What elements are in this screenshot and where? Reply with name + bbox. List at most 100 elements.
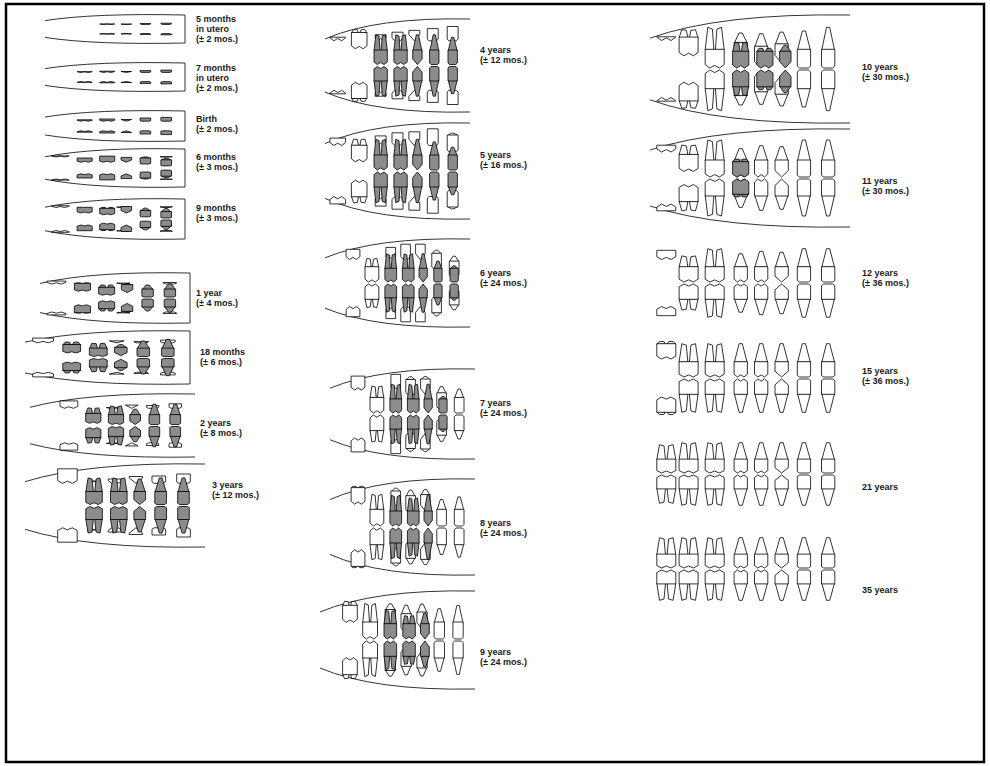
tooth-crown <box>351 376 365 390</box>
tooth-root <box>715 88 724 111</box>
tooth-root <box>822 196 835 217</box>
tooth-root <box>117 436 124 445</box>
tooth-crown <box>161 212 172 218</box>
tooth-crown <box>58 469 77 484</box>
tooth-crown <box>51 179 69 180</box>
tooth-crown <box>775 179 788 196</box>
midline <box>185 111 186 141</box>
tooth-root <box>798 140 811 161</box>
tooth-root <box>755 583 768 600</box>
tooth-root <box>360 196 367 203</box>
tooth-crown <box>679 185 698 202</box>
tooth-crown <box>734 379 747 394</box>
tooth-crown <box>705 554 724 568</box>
tooth-root <box>679 538 688 555</box>
tooth-root <box>385 670 395 676</box>
dentition-figure <box>325 239 470 327</box>
tooth-root <box>741 42 749 51</box>
tooth-root <box>384 610 390 624</box>
tooth-crown <box>330 197 346 204</box>
tooth-crown <box>797 475 810 489</box>
tooth-root <box>95 519 103 533</box>
tooth-root <box>170 436 180 447</box>
tooth-root <box>424 384 432 399</box>
tooth-crown <box>63 345 81 353</box>
tooth-crown <box>448 155 457 170</box>
tooth-root <box>95 478 103 492</box>
tooth-root <box>391 297 396 312</box>
tooth-crown <box>149 427 160 437</box>
tooth-crown <box>33 372 54 377</box>
age-label: 9 months <box>196 203 236 213</box>
dentition-figure <box>330 479 475 575</box>
tooth-crown <box>77 174 92 178</box>
tooth-crown <box>178 492 190 505</box>
tooth-crown <box>705 362 724 377</box>
tooth-crown <box>155 507 167 520</box>
tooth-root <box>414 384 419 399</box>
age-label: 3 years <box>212 480 243 490</box>
tooth-root <box>755 196 768 211</box>
tooth-root <box>414 498 419 512</box>
tooth-crown <box>733 70 749 87</box>
tooth-root <box>137 366 149 374</box>
tooth-root <box>434 658 444 672</box>
tooth-crown <box>657 37 676 41</box>
tooth-crown <box>100 82 115 83</box>
tooth-root <box>755 538 768 555</box>
tooth-root <box>370 494 376 510</box>
dentition-figure <box>657 538 835 601</box>
jaw-outline <box>25 373 190 384</box>
dentition-figure <box>30 394 195 457</box>
tooth-root <box>715 196 724 217</box>
tooth-root <box>374 35 380 51</box>
tooth-root <box>775 252 788 267</box>
tooth-root <box>734 443 747 460</box>
tooth-crown <box>100 119 115 121</box>
tooth-root <box>705 27 714 50</box>
tooth-root <box>401 35 407 51</box>
tooth-crown <box>437 509 447 526</box>
tooth-crown <box>407 528 419 543</box>
tooth-crown <box>130 427 141 437</box>
tooth-crown <box>164 289 175 297</box>
jaw-outline <box>650 206 850 227</box>
tooth-root <box>741 86 749 95</box>
tooth-root <box>401 81 407 97</box>
tooth-crown <box>121 24 132 25</box>
tooth-crown <box>160 230 172 232</box>
tooth-crown <box>160 156 172 157</box>
tooth-crown <box>403 624 416 639</box>
tooth-crown <box>755 570 768 584</box>
tooth-root <box>689 256 698 267</box>
tooth-root <box>419 254 427 269</box>
tooth-crown <box>705 267 724 282</box>
tooth-root <box>360 139 367 146</box>
tooth-crown <box>453 622 463 639</box>
jaw-outline <box>45 63 185 69</box>
tooth-crown <box>394 155 407 170</box>
tooth-crown <box>51 231 69 233</box>
jaw-outline <box>45 111 185 117</box>
tooth-crown <box>797 284 810 299</box>
tooth-crown <box>430 50 439 65</box>
tooth-crown <box>797 179 810 196</box>
tooth-crown <box>448 50 457 65</box>
tooth-crown <box>454 397 464 413</box>
tooth-crown <box>390 528 402 543</box>
tooth-crown <box>430 155 439 170</box>
tooth-crown <box>402 268 414 282</box>
tooth-root <box>822 140 835 161</box>
tooth-crown <box>755 475 768 489</box>
tooth-crown <box>822 362 835 377</box>
tooth-crown <box>424 528 432 543</box>
tooth-root <box>667 445 676 460</box>
tooth-root <box>798 249 811 268</box>
tooth-crown <box>374 155 387 170</box>
tooth-crown <box>822 570 835 584</box>
tooth-root <box>775 94 788 106</box>
tooth-root <box>798 344 811 363</box>
tooth-root <box>775 344 788 363</box>
tooth-root <box>149 404 159 415</box>
